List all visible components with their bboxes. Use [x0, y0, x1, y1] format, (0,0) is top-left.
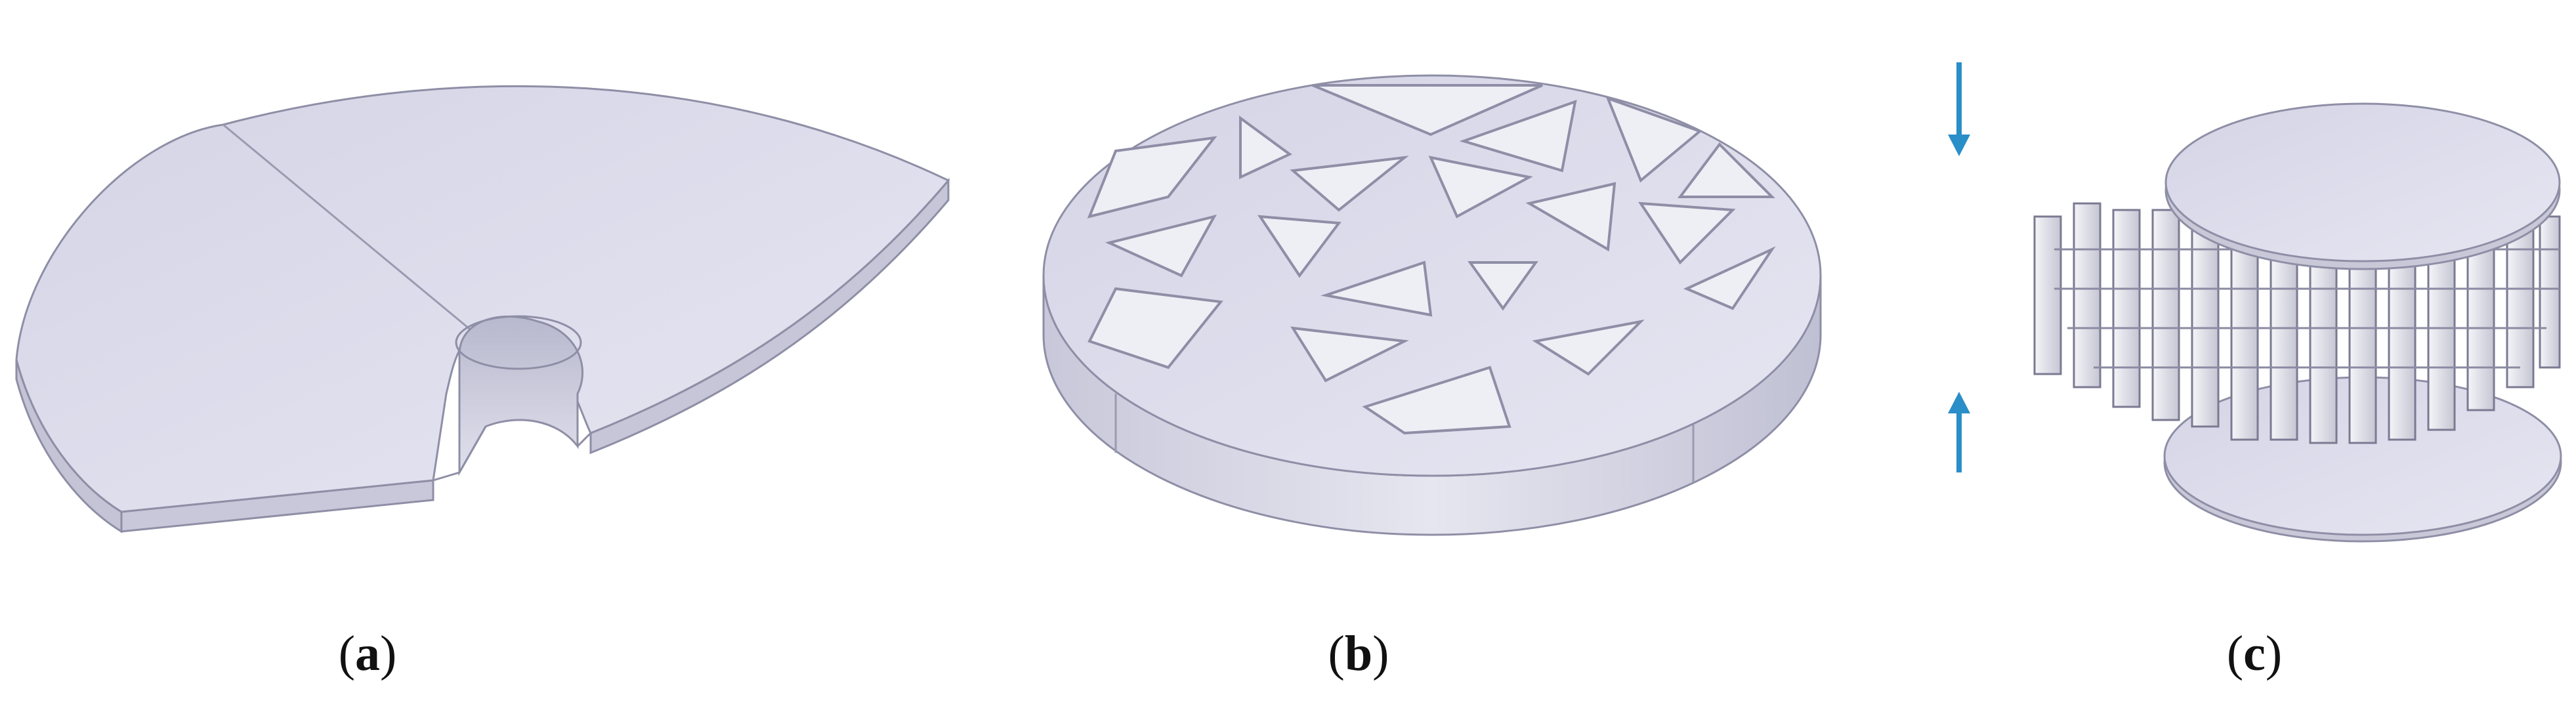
honeycomb-cell: [2033, 215, 2062, 375]
panel-label-b: (b): [1328, 629, 1389, 679]
honeycomb-cell: [2539, 215, 2561, 369]
label-paren-open: (: [2226, 626, 2244, 681]
disc-cell: [1467, 261, 1538, 311]
label-letter: b: [1344, 626, 1373, 681]
top-plate: [2164, 102, 2561, 262]
honeycomb-cell: [2230, 222, 2259, 441]
disc-cell: [1638, 201, 1736, 265]
disc-cell: [1428, 156, 1533, 219]
disc-cell: [1290, 156, 1409, 212]
panel-b-lattice-disc: [1042, 74, 1822, 536]
sector-seam-line: [222, 123, 473, 333]
panel-label-c: (c): [2227, 629, 2282, 679]
disc-cell: [1105, 214, 1217, 278]
honeycomb-cell: [2191, 215, 2220, 428]
label-paren-close: ): [380, 626, 397, 681]
disc-cell-cutouts: [1087, 84, 1776, 435]
sector-hole-rim: [455, 315, 582, 370]
disc-cell: [1362, 365, 1511, 435]
disc-cell: [1290, 326, 1409, 383]
disc-cell: [1312, 84, 1543, 136]
label-paren-close: ): [1372, 626, 1389, 681]
disc-cell: [1525, 182, 1616, 252]
disc-cell: [1257, 215, 1341, 278]
disc-cell: [1087, 287, 1223, 369]
sector-hole-step: [433, 426, 592, 482]
disc-cell: [1320, 261, 1433, 317]
disc-cell: [1678, 142, 1775, 198]
label-paren-open: (: [338, 626, 355, 681]
panel-label-a: (a): [339, 629, 397, 679]
label-paren-open: (: [1328, 626, 1345, 681]
disc-cell: [1239, 115, 1292, 180]
disc-cell: [1605, 96, 1702, 183]
honeycomb-cell: [2073, 202, 2101, 388]
disc-cell: [1532, 319, 1645, 376]
disc-top-face: [1042, 74, 1822, 477]
honeycomb-cell: [2112, 209, 2141, 408]
disc-cell: [1087, 136, 1217, 219]
panel-c-honeycomb-sandwich: [1948, 62, 2562, 543]
honeycomb-core: [2033, 202, 2561, 444]
disc-cell: [1459, 99, 1577, 173]
arrow-down-icon: [1948, 62, 1970, 156]
panel-a-sector-model: [15, 85, 950, 533]
honeycomb-cell: [2151, 209, 2180, 421]
label-letter: a: [355, 626, 380, 681]
label-paren-close: ): [2265, 626, 2283, 681]
sector-hole-wall: [458, 315, 583, 476]
arrow-up-icon: [1948, 392, 1970, 472]
sector-top-face: [15, 85, 950, 513]
label-letter: c: [2243, 626, 2266, 681]
disc-cell: [1683, 246, 1776, 310]
